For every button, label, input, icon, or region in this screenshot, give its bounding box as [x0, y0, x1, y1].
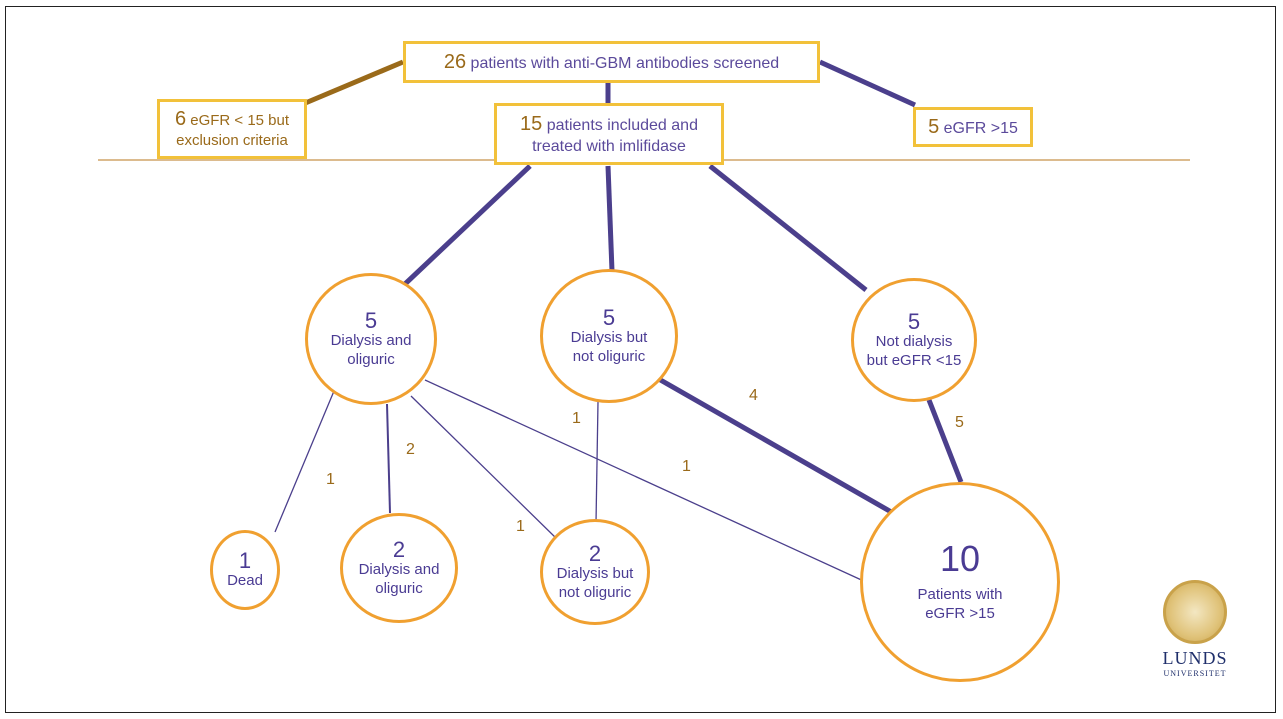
circle-label-line2: not oliguric: [558, 583, 632, 601]
left-box: 6 eGFR < 15 but exclusion criteria: [157, 99, 307, 159]
right-box-number: 5: [928, 115, 940, 138]
logo-line2: UNIVERSITET: [1163, 669, 1227, 678]
circle-number: 5: [907, 308, 921, 334]
circle-number: 5: [364, 307, 378, 333]
edge-oliguric-to-not-oliguric: [410, 395, 559, 541]
circle-label-line1: Dead: [227, 572, 263, 590]
circle-number: 2: [392, 536, 406, 562]
edge-label-oliguric-to-not-oliguric: 1: [516, 518, 525, 535]
edge-oliguric-to-egfr: [424, 379, 869, 584]
circle-not-dialysis: 5 Not dialysis but eGFR <15: [851, 278, 977, 402]
circle-label-line1: Dialysis but: [556, 564, 634, 582]
edge-oliguric-to-oliguric: [386, 403, 391, 514]
university-seal-icon: [1163, 580, 1227, 644]
lund-university-logo: LUNDS UNIVERSITET: [1146, 580, 1244, 690]
circle-number: 10: [939, 538, 981, 580]
edge-oliguric-to-dead: [274, 390, 335, 533]
circle-label-line1: Dialysis but: [570, 328, 648, 346]
circle-dialysis-oliguric: 5 Dialysis and oliguric: [305, 273, 437, 405]
edge-top-to-right: [818, 59, 917, 108]
logo-line1: LUNDS: [1162, 648, 1228, 668]
top-box-text: patients with anti-GBM antibodies screen…: [470, 54, 780, 72]
edge-label-to-oliguric: 2: [406, 441, 415, 458]
circle-label-line1: Dialysis and: [330, 331, 412, 349]
top-box-number: 26: [443, 50, 467, 73]
edge-label-not-oliguric-to-not-oliguric: 1: [572, 410, 581, 427]
left-box-line2: exclusion criteria: [176, 132, 288, 150]
circle-number: 1: [238, 548, 252, 574]
edge-not-oliguric-to-not-oliguric: [595, 401, 599, 524]
edge-label-oliguric-to-egfr: 1: [682, 458, 691, 475]
middle-box: 15 patients included and treated with iml…: [494, 103, 724, 165]
circle-label-line1: Dialysis and: [358, 560, 440, 578]
slide-frame: [5, 6, 1276, 713]
circle-dead: 1 Dead: [210, 530, 280, 610]
edge-label-to-dead: 1: [326, 471, 335, 488]
middle-box-line2: treated with imlifidase: [532, 137, 686, 155]
circle-label-line2: eGFR >15: [925, 604, 995, 622]
circle-label-line2: but eGFR <15: [866, 351, 962, 369]
circle-egfr-above: 10 Patients with eGFR >15: [860, 482, 1060, 682]
circle-number: 2: [588, 540, 602, 566]
circle-label-line1: Patients with: [917, 586, 1003, 604]
edge-middle-to-oliguric: [403, 164, 532, 286]
top-box: 26 patients with anti-GBM antibodies scr…: [403, 41, 820, 83]
edge-label-not-dialysis-to-egfr: 5: [955, 414, 964, 431]
left-box-line1: eGFR < 15 but: [190, 112, 290, 130]
right-box-text: eGFR >15: [943, 119, 1018, 137]
edge-middle-to-not-oliguric: [605, 165, 615, 272]
edge-not-oliguric-to-egfr: [655, 375, 895, 516]
circle-outcome-dialysis-not-oliguric: 2 Dialysis but not oliguric: [540, 519, 650, 625]
circle-dialysis-not-oliguric: 5 Dialysis but not oliguric: [540, 269, 678, 403]
circle-label-line2: oliguric: [347, 350, 395, 368]
edge-middle-to-not-dialysis: [708, 164, 868, 292]
right-box: 5 eGFR >15: [913, 107, 1033, 147]
circle-number: 5: [602, 304, 616, 330]
circle-label-line2: not oliguric: [572, 347, 646, 365]
edge-not-dialysis-to-egfr: [926, 399, 964, 483]
circle-outcome-dialysis-oliguric: 2 Dialysis and oliguric: [340, 513, 458, 623]
circle-label-line2: oliguric: [375, 579, 423, 597]
middle-box-number: 15: [520, 112, 543, 135]
edge-label-not-oliguric-to-egfr: 4: [749, 387, 758, 404]
left-box-number: 6: [174, 108, 187, 131]
circle-label-line1: Not dialysis: [875, 332, 953, 350]
edge-top-to-left: [302, 59, 404, 107]
middle-box-line1: patients included and: [546, 116, 698, 134]
